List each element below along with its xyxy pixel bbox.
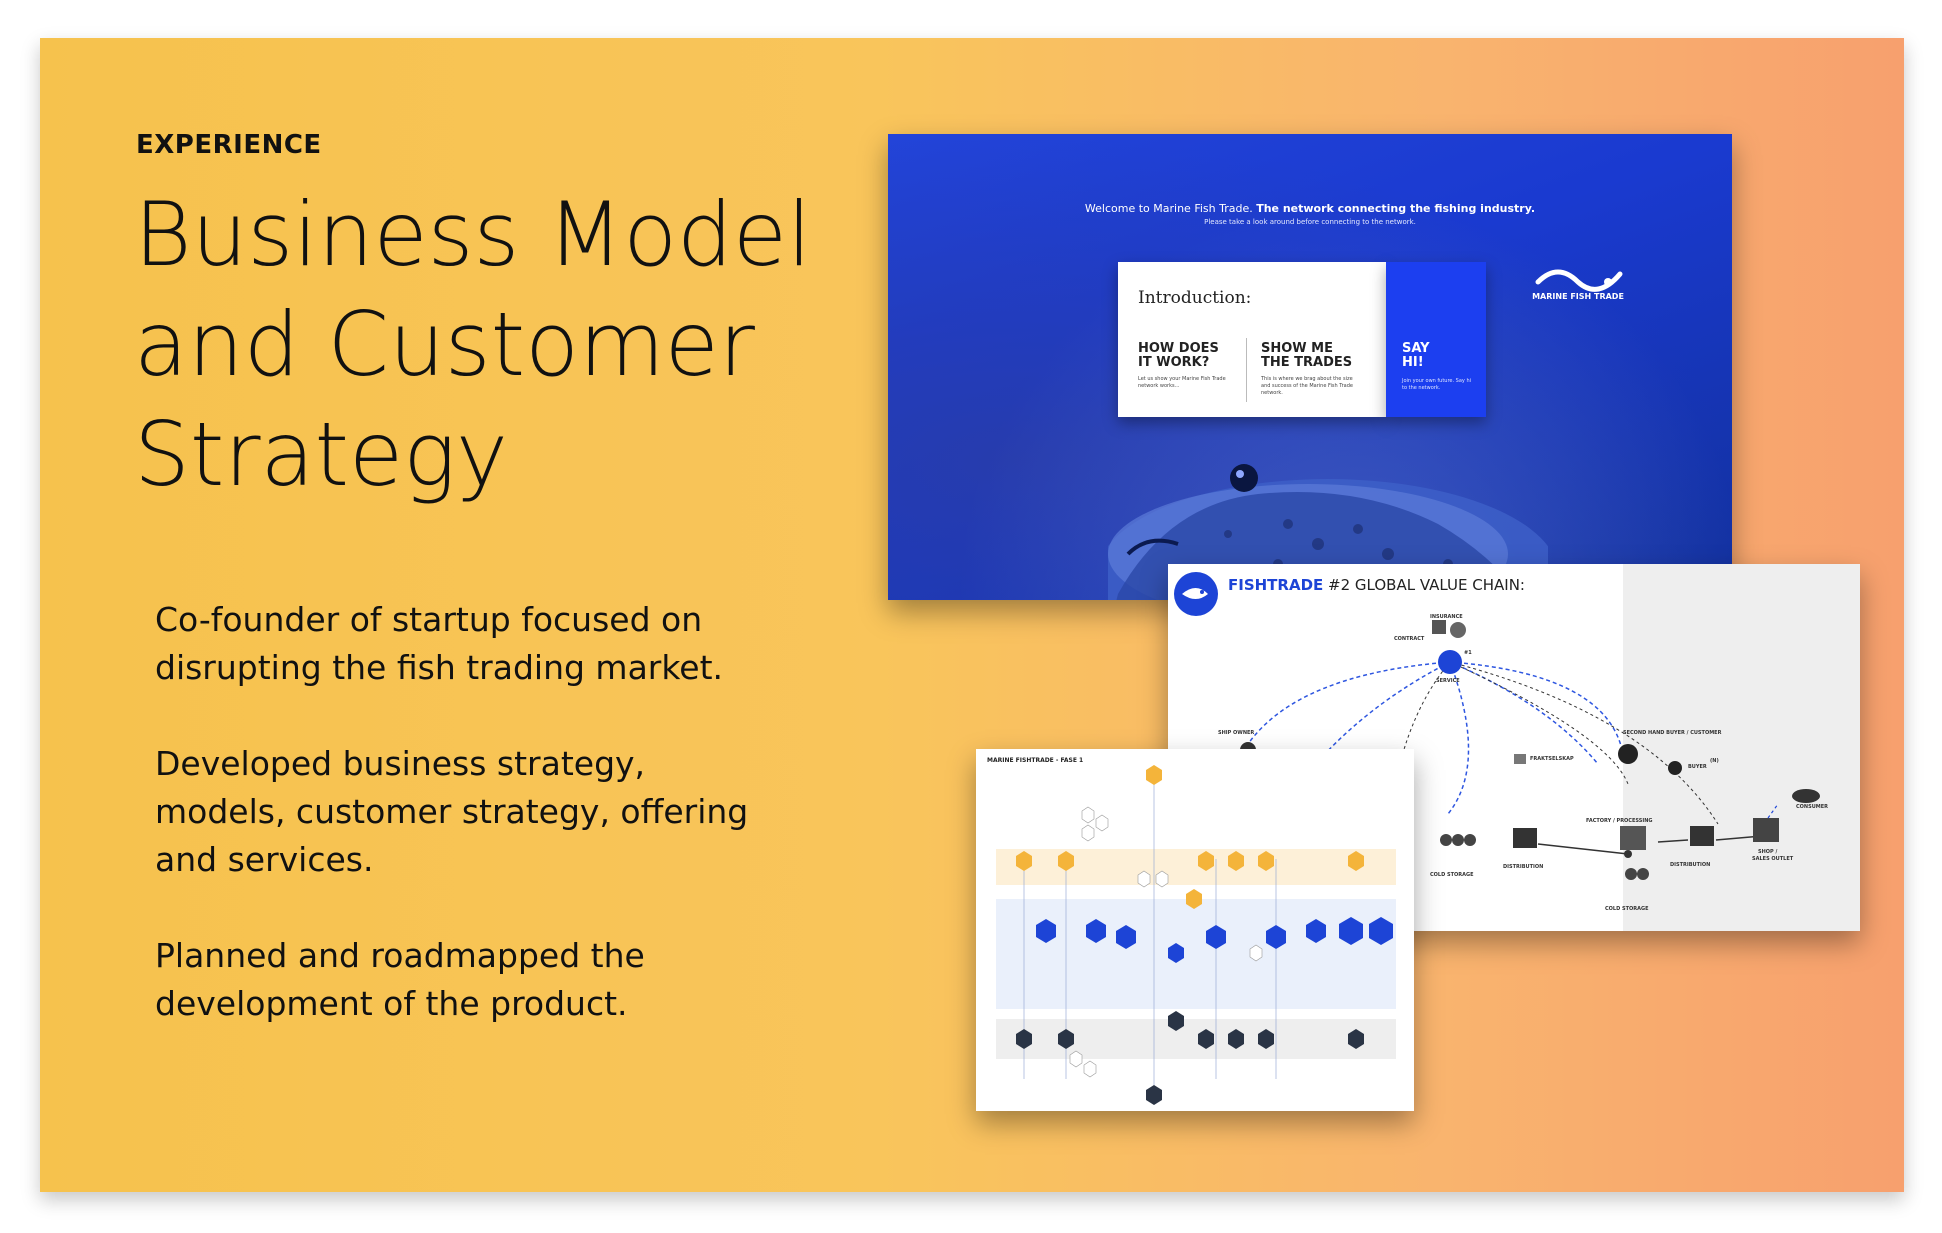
label-consumer: CONSUMER bbox=[1796, 804, 1829, 810]
bullet-cofounder: Co-founder of startup focused on disrupt… bbox=[155, 596, 795, 692]
distribution-truck-icon-2 bbox=[1690, 826, 1714, 846]
consumer-fish-icon bbox=[1792, 789, 1820, 803]
label-insurance: INSURANCE bbox=[1430, 614, 1463, 620]
label-cold-storage-2: COLD STORAGE bbox=[1605, 906, 1649, 912]
page-title-line: Strategy bbox=[134, 403, 508, 506]
page-title: Business Model and Customer Strategy bbox=[134, 180, 854, 510]
section-eyebrow: EXPERIENCE bbox=[136, 130, 322, 160]
customer-icon bbox=[1618, 744, 1638, 764]
hub-icon bbox=[1438, 650, 1462, 674]
say-hi-text: Join your own future. Say hi to the netw… bbox=[1402, 378, 1472, 391]
wave-logo-icon bbox=[1535, 269, 1623, 292]
contract-icon bbox=[1432, 620, 1446, 634]
label-cold-storage-1: COLD STORAGE bbox=[1430, 872, 1474, 878]
bullet-line: Planned and roadmapped the bbox=[155, 936, 645, 975]
bullet-line: Developed business strategy, bbox=[155, 744, 646, 783]
bullet-line: and services. bbox=[155, 840, 374, 879]
bullet-line: disrupting the fish trading market. bbox=[155, 648, 724, 687]
bullet-line: development of the product. bbox=[155, 984, 628, 1023]
website-screenshot: Welcome to Marine Fish Trade. The networ… bbox=[888, 134, 1732, 600]
truck-small-icon bbox=[1514, 754, 1526, 764]
welcome-subtext: Please take a look around before connect… bbox=[1204, 218, 1416, 226]
divider bbox=[1246, 338, 1247, 402]
label-second-hand: SECOND HAND BUYER / CUSTOMER bbox=[1623, 730, 1722, 736]
label-hub-number: #1 bbox=[1464, 650, 1472, 656]
intro-title: Introduction: bbox=[1138, 288, 1252, 308]
label-ship-owner: SHIP OWNER bbox=[1218, 730, 1255, 736]
bullet-strategy: Developed business strategy, models, cus… bbox=[155, 740, 795, 884]
brand-name: FISHTRADE bbox=[1228, 576, 1324, 594]
welcome-text: Welcome to Marine Fish Trade. bbox=[1084, 202, 1253, 215]
title-line: HI! bbox=[1402, 355, 1424, 370]
title-line: SAY bbox=[1402, 341, 1430, 356]
title-line: HOW DOES bbox=[1138, 341, 1219, 356]
page-title-line: and Customer bbox=[134, 293, 755, 396]
label-factory: FACTORY / PROCESSING bbox=[1586, 818, 1653, 824]
cold-storage-icon-2 bbox=[1625, 868, 1649, 880]
label-shop: SHOP / bbox=[1758, 849, 1778, 855]
fase-flow-diagram bbox=[996, 765, 1396, 1105]
factory-icon bbox=[1620, 826, 1646, 850]
bullet-line: Co-founder of startup focused on bbox=[155, 600, 703, 639]
welcome-line: Welcome to Marine Fish Trade. The networ… bbox=[888, 202, 1732, 215]
logo-label: MARINE FISH TRADE bbox=[1532, 292, 1624, 301]
label-service: SERVICE bbox=[1436, 678, 1460, 684]
experience-card: EXPERIENCE Business Model and Customer S… bbox=[40, 38, 1904, 1192]
cold-storage-icon-1 bbox=[1440, 834, 1476, 846]
distribution-truck-icon bbox=[1513, 828, 1537, 848]
bullet-line: models, customer strategy, offering bbox=[155, 792, 749, 831]
title-line: IT WORK? bbox=[1138, 355, 1210, 370]
show-trades-text: This is where we brag about the size and… bbox=[1261, 376, 1353, 396]
label-distribution-2: DISTRIBUTION bbox=[1670, 862, 1711, 868]
value-chain-diagram bbox=[1174, 572, 1820, 880]
label-buyer: BUYER bbox=[1688, 764, 1707, 770]
welcome-emphasis: The network connecting the fishing indus… bbox=[1256, 202, 1536, 215]
buyer-icon bbox=[1668, 761, 1682, 775]
title-line: THE TRADES bbox=[1261, 355, 1353, 370]
fase-flow-screenshot: MARINE FISHTRADE - FASE 1 bbox=[976, 749, 1414, 1111]
label-buyer-number: (N) bbox=[1710, 758, 1719, 764]
bullet-roadmap: Planned and roadmapped the development o… bbox=[155, 932, 795, 1028]
title-line: SHOW ME bbox=[1261, 341, 1333, 356]
insurance-icon bbox=[1450, 622, 1466, 638]
title-rest: #2 GLOBAL VALUE CHAIN: bbox=[1323, 576, 1525, 594]
label-fraktselskap: FRAKTSELSKAP bbox=[1530, 756, 1574, 762]
label-contract: CONTRACT bbox=[1394, 636, 1425, 642]
shop-icon bbox=[1753, 818, 1779, 842]
label-distribution-1: DISTRIBUTION bbox=[1503, 864, 1544, 870]
how-it-works-text: Let us show your Marine Fish Trade netwo… bbox=[1138, 376, 1226, 389]
page-title-line: Business Model bbox=[134, 183, 812, 286]
fase-title: MARINE FISHTRADE - FASE 1 bbox=[987, 757, 1084, 764]
value-chain-title: FISHTRADE #2 GLOBAL VALUE CHAIN: bbox=[1228, 576, 1525, 594]
chain-panel-background bbox=[1623, 564, 1860, 931]
label-sales-outlet: SALES OUTLET bbox=[1752, 856, 1794, 862]
